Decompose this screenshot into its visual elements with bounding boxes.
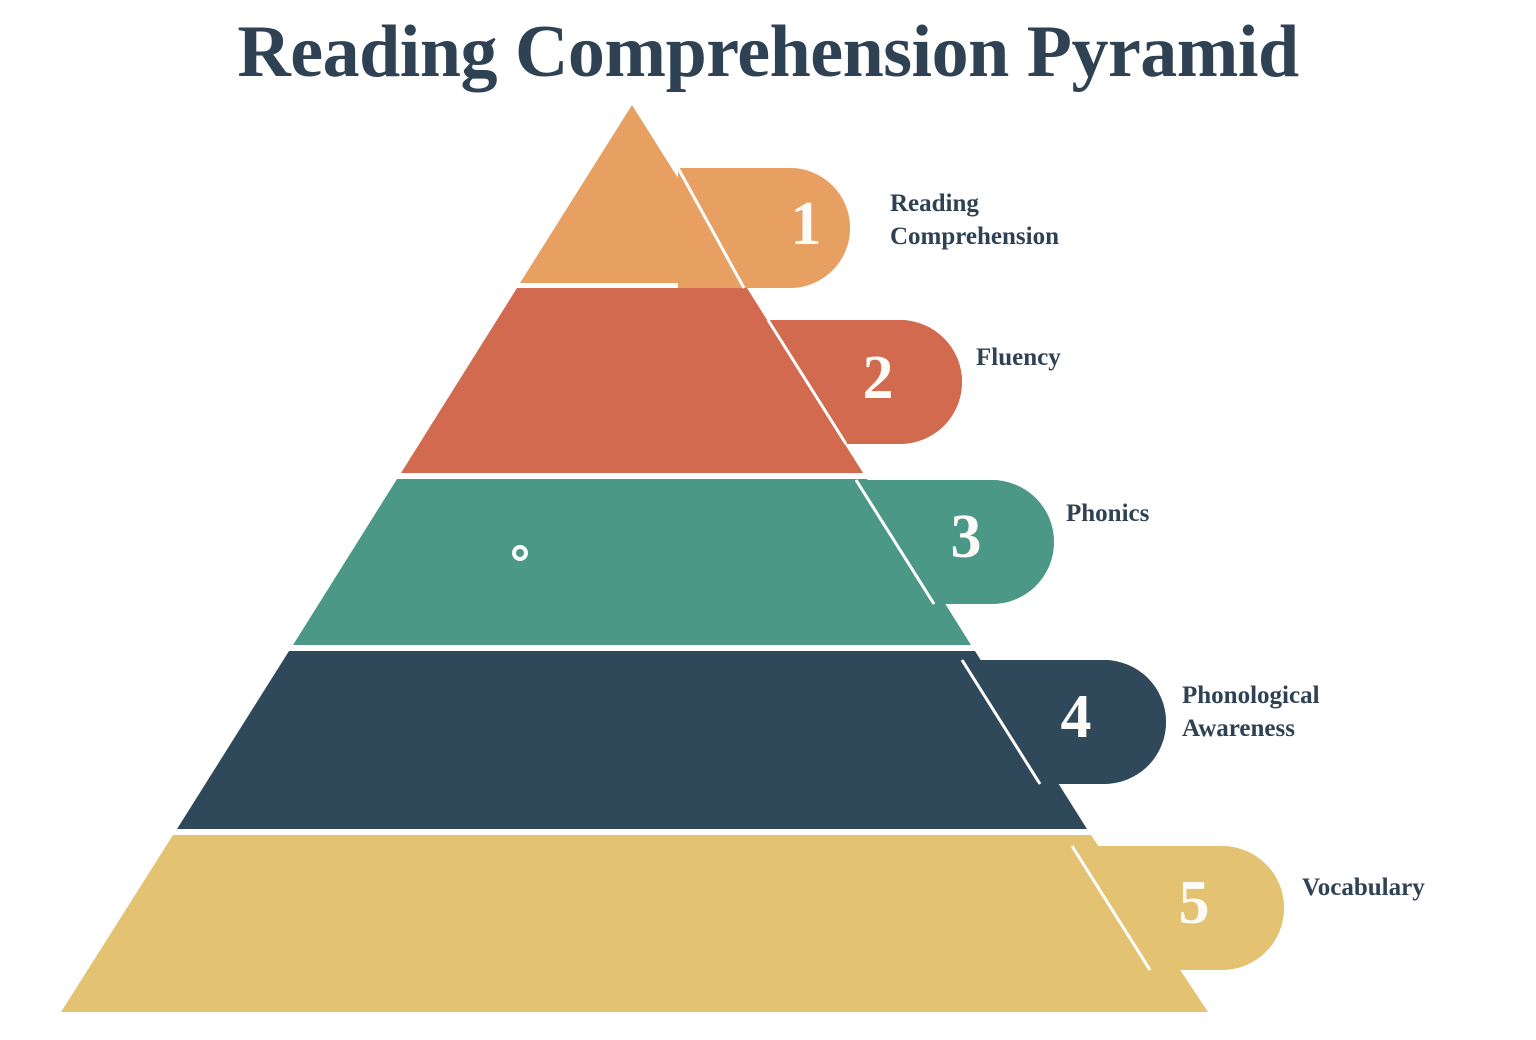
pyramid-tier-2[interactable] [401,288,863,473]
level-label-3: Phonics [1066,500,1150,527]
level-number-3: 3 [951,503,982,571]
pyramid-tier-4[interactable] [177,651,1087,829]
level-number-4: 4 [1061,683,1092,751]
page-title: Reading Comprehension Pyramid [237,11,1299,93]
seam-line-2 [766,319,848,445]
callout-bar-2-cap[interactable] [790,320,962,444]
callout-bar-5-cap[interactable] [1100,846,1284,970]
level-label-2: Fluency [976,344,1061,371]
callout-bar-1-cap[interactable] [744,168,850,288]
level-label-5: Vocabulary [1302,874,1425,901]
level-number-1: 1 [791,190,822,258]
level-label-4: Phonological Awareness [1182,682,1320,742]
callout-bar-4-cap[interactable] [990,660,1166,784]
seam-line-4 [960,659,1042,785]
seam-line-1 [676,167,746,289]
pyramid-tier-3[interactable] [293,479,971,645]
level-number-2: 2 [863,344,894,412]
pyramid-tier-1[interactable] [520,105,744,283]
callout-bar-3-cap[interactable] [880,480,1054,604]
level-label-1: Reading Comprehension [890,190,1060,250]
ring-marker-icon [512,545,528,561]
pyramid-tier-5[interactable] [61,835,1208,1012]
seam-line-5 [1070,845,1152,971]
level-number-5: 5 [1179,869,1210,937]
seam-line-3 [854,479,936,605]
